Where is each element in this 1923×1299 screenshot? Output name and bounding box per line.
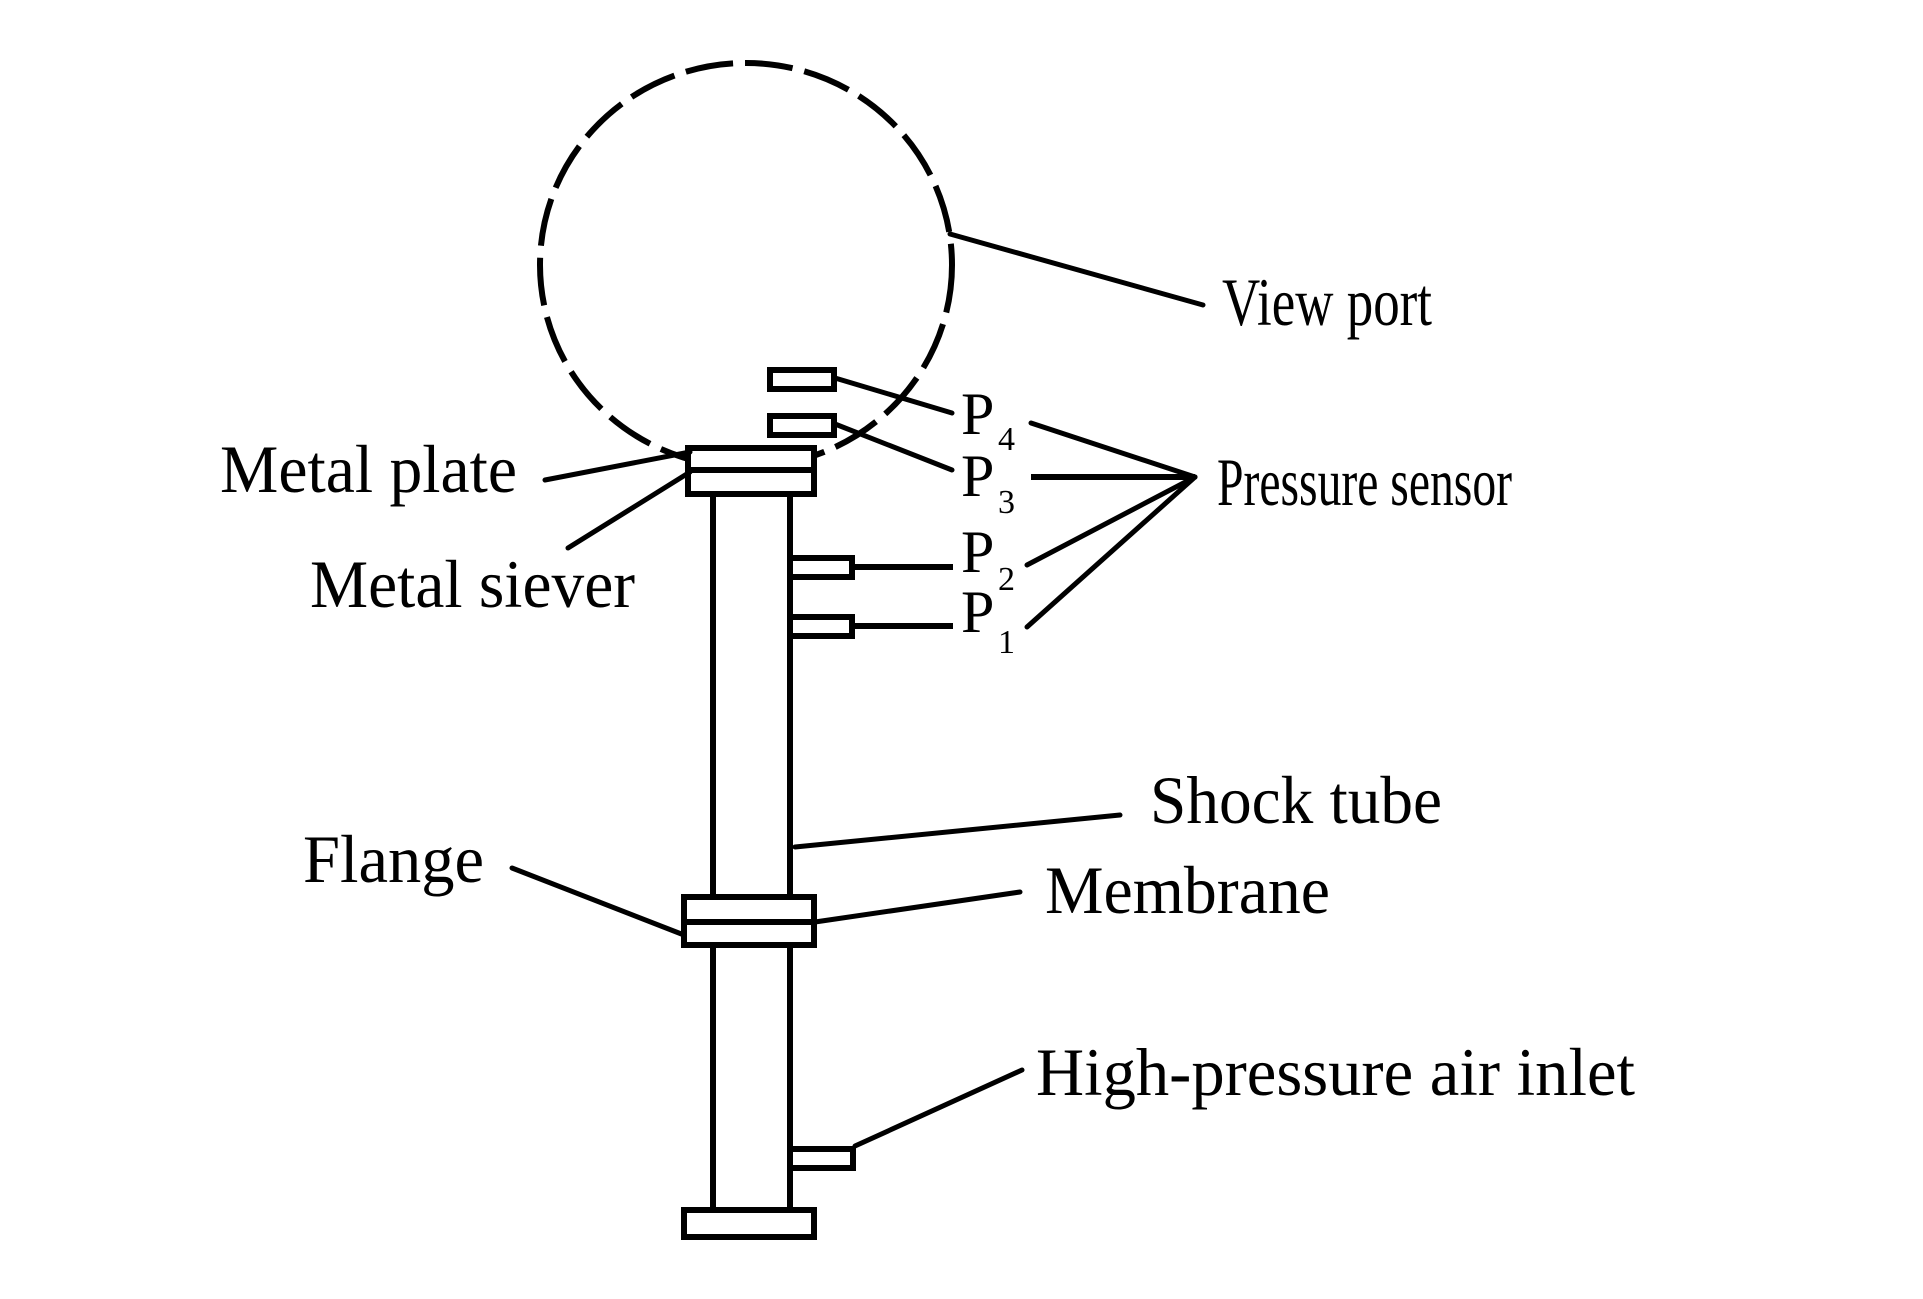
sensor-index-p1: 1 xyxy=(998,624,1015,661)
shock-tube-label: Shock tube xyxy=(1150,762,1442,838)
metal-plate-leader xyxy=(542,449,693,483)
pressure-sensor-p2 xyxy=(787,555,855,580)
sensor-label-p1: P xyxy=(961,579,994,645)
sensor-index-p3: 3 xyxy=(998,484,1015,521)
pressure-sensor-label: Pressure sensor xyxy=(1217,444,1512,520)
sensor-label-p2: P xyxy=(961,519,994,585)
pressure-sensor-p3 xyxy=(767,413,837,438)
view-port-circle xyxy=(537,60,955,470)
pressure-sensor-leader-p4 xyxy=(1028,420,1198,480)
view-port-leader xyxy=(947,231,1206,308)
metal-siever-label: Metal siever xyxy=(310,546,635,622)
sensor-index-p4: 4 xyxy=(998,421,1015,458)
metal-plate-label: Metal plate xyxy=(220,431,517,507)
p4-leader xyxy=(832,375,955,416)
pressure-sensor-leader-p2 xyxy=(1024,474,1198,568)
sensor-label-p3: P xyxy=(961,443,994,509)
base-plate xyxy=(681,1207,817,1240)
membrane-label: Membrane xyxy=(1045,852,1330,928)
metal-plate xyxy=(685,445,817,473)
pressure-sensor-leader-p1 xyxy=(1024,474,1198,630)
air-inlet-label: High-pressure air inlet xyxy=(1036,1034,1635,1110)
flange-leader xyxy=(509,865,687,938)
shock-tube-leader xyxy=(792,812,1123,850)
air-inlet-leader xyxy=(852,1067,1025,1149)
view-port-label: View port xyxy=(1222,264,1432,340)
metal-siever xyxy=(685,467,817,497)
flange-label: Flange xyxy=(303,821,484,897)
flange-upper xyxy=(681,894,817,925)
pressure-sensor-p1 xyxy=(787,614,855,639)
pressure-sensor-p4 xyxy=(767,367,837,392)
sensor-index-p2: 2 xyxy=(998,561,1015,598)
metal-siever-leader xyxy=(565,469,693,551)
flange-lower xyxy=(681,919,817,948)
p3-leader xyxy=(832,421,955,473)
sensor-label-p4: P xyxy=(961,381,994,447)
air-inlet-pipe xyxy=(787,1146,856,1171)
membrane-leader xyxy=(812,889,1023,925)
